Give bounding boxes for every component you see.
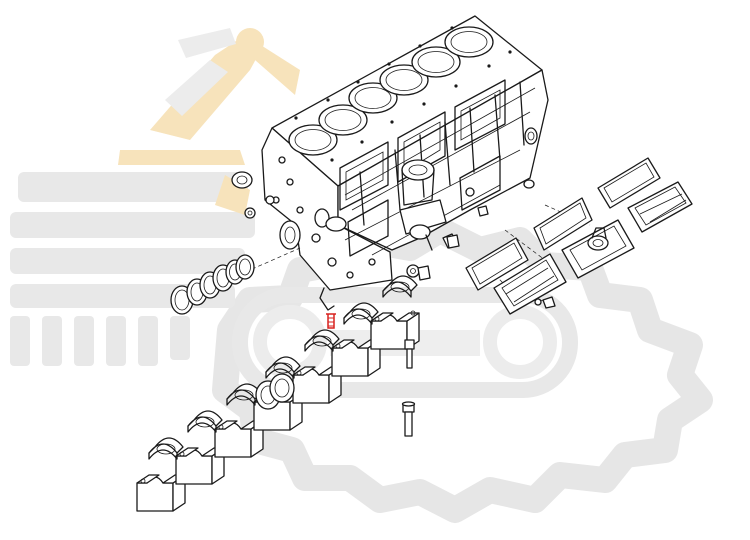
watermark-grille [10, 172, 255, 366]
cover-bolts [446, 234, 556, 309]
dipstick-fitting [319, 287, 335, 311]
cover-gasket [465, 237, 529, 291]
side-covers [493, 181, 693, 315]
side-cover [493, 253, 567, 315]
oil-filter-housing [399, 159, 447, 235]
bolt-icon [401, 401, 416, 437]
cylinder-bore [288, 124, 338, 156]
camshaft-bushing [235, 254, 255, 280]
main-bearing-shells [148, 275, 418, 460]
bearing-shell [187, 410, 223, 433]
plug-icon [231, 171, 253, 189]
plug-icon [523, 179, 535, 189]
plug-icon [406, 264, 420, 278]
cover-gasket [533, 197, 593, 251]
cylinder-bores [288, 26, 494, 156]
block-side-openings [339, 79, 506, 257]
cylinder-bore [444, 26, 494, 58]
cylinder-block [261, 15, 549, 291]
bolt-icon [542, 296, 556, 309]
bearing-shell [265, 356, 301, 379]
bearing-shell [226, 383, 262, 406]
plug-icon [465, 187, 475, 197]
cover-gasket [597, 157, 661, 209]
camshaft-bushings [170, 254, 255, 315]
thermostat-fitting [409, 224, 433, 251]
plug-icon [244, 207, 256, 219]
bolt-icon [326, 313, 336, 329]
plug-icon [417, 265, 431, 281]
bearing-shell [304, 329, 340, 352]
thrust-washers [255, 373, 295, 410]
cylinder-bore [318, 104, 368, 136]
side-cover-gaskets [465, 157, 661, 291]
cylinder-bore [348, 82, 398, 114]
bearing-shell [343, 302, 379, 325]
excavator-gear-logo-watermark [10, 28, 713, 523]
bolt-icon [534, 298, 542, 306]
side-cover [627, 181, 693, 233]
bearing-shell [382, 275, 418, 298]
plug-icon [524, 127, 538, 145]
cylinder-bore [379, 64, 429, 96]
block-front-holes [272, 156, 376, 279]
plug-icon [265, 195, 275, 205]
bearing-shell [148, 437, 184, 460]
bolt-icon [446, 234, 460, 249]
highlighted-bolt [326, 313, 336, 329]
bolt-icon [477, 205, 489, 217]
side-cover [561, 219, 635, 279]
watermark-excavator-arm-shade [165, 28, 236, 116]
cap-bolts [401, 339, 416, 437]
cylinder-bore [411, 46, 461, 78]
head-bolt-holes [294, 26, 512, 162]
bolt-icon [404, 339, 415, 369]
